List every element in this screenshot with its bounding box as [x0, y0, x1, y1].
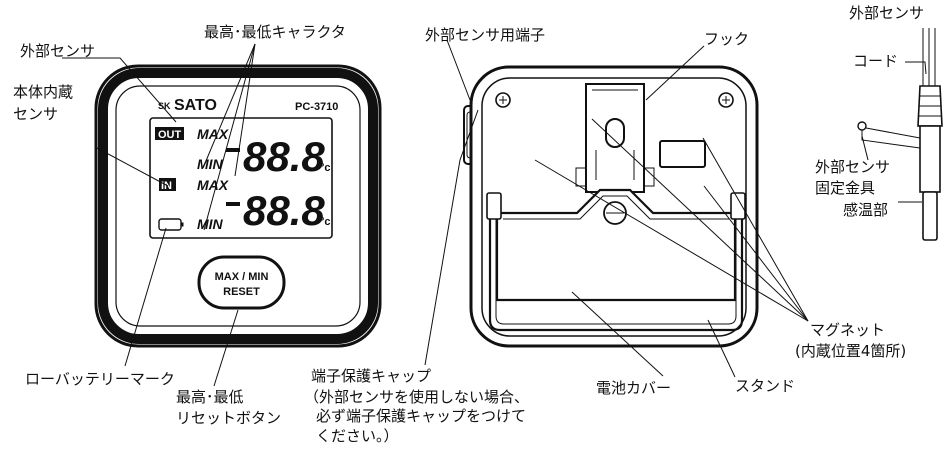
lcd-min-top: MIN: [197, 156, 224, 172]
front-view: SK SATO PC-3710 OUT MAX MIN 88.8 °c IN M…: [94, 64, 382, 348]
button-label-2: RESET: [223, 286, 260, 298]
out-tag-bg: [155, 127, 184, 140]
label-stand: スタンド: [735, 377, 795, 395]
label-cap-note-3: ください。）: [316, 427, 399, 445]
label-low-battery: ローバッテリーマーク: [25, 370, 175, 388]
label-magnet-2: (内蔵位置4箇所): [795, 342, 906, 360]
label-hook: フック: [704, 30, 749, 48]
lcd-unit-top: °c: [320, 162, 331, 174]
label-cap-note-1: （外部センサを使用しない場合、: [304, 388, 529, 406]
lcd-reading-top: 88.8: [243, 133, 325, 180]
label-fixing-2: 固定金具: [815, 179, 875, 197]
max-min-reset-button[interactable]: MAX / MIN RESET: [197, 255, 286, 310]
in-tag: IN: [161, 180, 172, 192]
external-sensor-probe: [857, 28, 943, 241]
lcd-max-bottom: MAX: [197, 177, 230, 193]
hook: [575, 83, 655, 193]
lcd-minus-top: [226, 148, 240, 152]
label-fixing-1: 外部センサ: [815, 158, 890, 176]
back-view: [463, 65, 759, 348]
label-ext-sensor-title: 外部センサ: [849, 4, 924, 22]
in-tag-bg: [159, 178, 176, 191]
label-reset-button-1: 最高･最低: [176, 388, 244, 406]
label-sensing: 感温部: [843, 201, 888, 219]
back-inner-edge: [481, 77, 747, 337]
sensing-part: [922, 191, 938, 241]
label-cord: コード: [853, 52, 898, 70]
lcd-max-top: MAX: [197, 126, 230, 142]
label-magnet-1: マグネット: [810, 321, 885, 339]
lcd-reading-bottom: 88.8: [243, 187, 325, 234]
fixing-bracket: [857, 121, 867, 131]
leader-lines: [62, 39, 927, 387]
magnet-slot: [659, 140, 706, 168]
out-tag: OUT: [158, 129, 182, 141]
label-max-min-char: 最高･最低キャラクタ: [204, 23, 346, 41]
battery-cover: [495, 188, 737, 302]
lcd-minus-bottom: [226, 202, 240, 206]
lcd-window: [149, 117, 333, 239]
label-terminal-cap: 端子保護キャップ: [311, 367, 431, 385]
button-label-1: MAX / MIN: [215, 271, 269, 283]
model-number: PC-3710: [295, 101, 338, 113]
brand-logo: SATO: [174, 97, 217, 114]
screw-icon: [718, 92, 734, 108]
lcd-unit-bottom: °c: [320, 216, 331, 228]
label-external-sensor: 外部センサ: [20, 42, 95, 60]
label-cap-note-2: 必ず端子保護キャップをつけて: [316, 407, 526, 425]
low-battery-icon: [158, 218, 184, 231]
label-internal-sensor-2: センサ: [13, 105, 58, 123]
label-terminal: 外部センサ用端子: [425, 26, 545, 44]
label-reset-button-2: リセットボタン: [176, 409, 281, 427]
brand-prefix: SK: [158, 101, 171, 111]
stand: [486, 192, 746, 332]
lcd-min-bottom: MIN: [197, 216, 224, 232]
screw-icon: [495, 92, 511, 108]
label-battery-cover: 電池カバー: [596, 379, 671, 397]
callout-labels: 外部センサ 本体内蔵 センサ 最高･最低キャラクタ ローバッテリーマーク 最高･…: [13, 4, 924, 445]
label-internal-sensor-1: 本体内蔵: [13, 83, 73, 101]
